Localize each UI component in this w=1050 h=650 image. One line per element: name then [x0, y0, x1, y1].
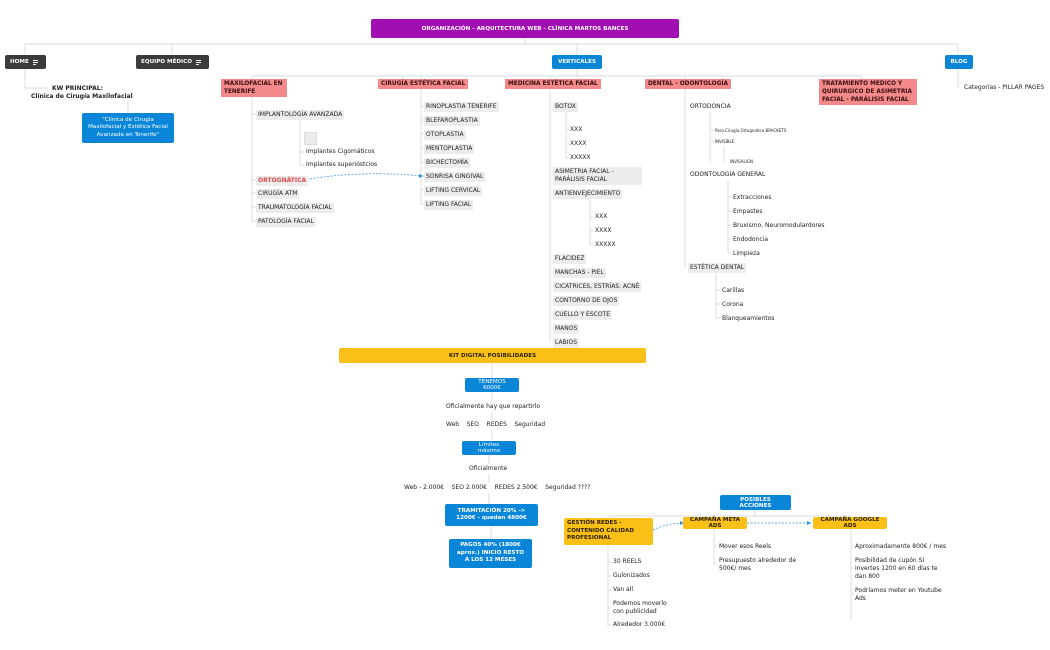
medicina-botox-sub[interactable]: XXXXX [570, 154, 591, 161]
dental-general-sub[interactable]: Extracciones [733, 194, 772, 201]
medicina-botox[interactable]: BOTOX [553, 102, 578, 112]
branch-blog[interactable]: BLOG [945, 55, 973, 69]
medicina-antienvejecimiento[interactable]: ANTIENVEJECIMIENTO [553, 189, 623, 199]
cirugia-item[interactable]: SONRISA GINGIVAL [424, 172, 486, 182]
maxilo-superiosticos[interactable]: Implantes superióstcios [306, 161, 378, 168]
blog-categorias[interactable]: Categorías - PILLAR PAGES [964, 84, 1045, 91]
medicina-item[interactable]: CICATRICES, ESTRÍAS. ACNÉ [553, 282, 642, 292]
branch-home[interactable]: HOME [5, 55, 46, 69]
medicina-antienv-sub[interactable]: XXXX [595, 227, 612, 234]
maxilo-cigomaticos[interactable]: Implantes Cigomáticos [306, 148, 375, 155]
gestion-sub[interactable]: Van all [613, 586, 634, 593]
cirugia-item[interactable]: LIFTING CERVICAL [424, 186, 483, 196]
branch-verticales[interactable]: VERTICALES [552, 55, 602, 69]
branch-home-label: HOME [10, 59, 29, 65]
dental-invisible[interactable]: INVISIBLE [715, 139, 735, 144]
kw-principal-value[interactable]: Clínica de Cirugía Maxilofacial [31, 93, 133, 100]
medicina-botox-sub[interactable]: XXX [570, 126, 583, 133]
dental-invisalign[interactable]: INVISALIGN [730, 159, 753, 164]
dental-general-sub[interactable]: Bruxismo, Neuromodulardores [733, 222, 825, 229]
maxilo-implantologia[interactable]: IMPLANTOLOGÍA AVANZADA [256, 110, 345, 120]
kit-limites-valores[interactable]: Web - 2.000€ SEO 2.000€ REDES 2.500€ Seg… [404, 484, 591, 491]
gestion-sub[interactable]: Alrededor 3.000€ [613, 621, 666, 628]
maxilo-trauma[interactable]: TRAUMATOLOGÍA FACIAL [256, 203, 334, 213]
cirugia-item[interactable]: OTOPLASTIA [424, 130, 466, 140]
medicina-item[interactable]: CONTORNO DE OJOS [553, 296, 620, 306]
maxilo-ortognatica[interactable]: ORTOGNÁTICA [256, 176, 309, 186]
kit-limites[interactable]: Límites máximo [462, 441, 516, 455]
medicina-antienv-sub[interactable]: XXXXX [595, 241, 616, 248]
kit-digital[interactable]: KIT DIGITAL POSIBILIDADES [339, 348, 646, 363]
kit-tramitacion[interactable]: TRAMITACIÓN 20% -> 1200€ - quedan 4800€ [445, 504, 538, 526]
home-seo-title[interactable]: "Clínica de Cirugía Maxilofacial y Estét… [82, 113, 174, 143]
maxilo-patologia[interactable]: PATOLOGÍA FACIAL [256, 217, 316, 227]
cirugia-item[interactable]: RINOPLASTIA TENERIFE [424, 102, 499, 112]
cirugia-item[interactable]: MENTOPLASTIA [424, 144, 475, 154]
accion-gestion-redes[interactable]: GESTIÓN REDES - CONTENIDO CALIDAD PROFES… [564, 518, 653, 545]
placeholder-image [304, 132, 317, 145]
gestion-sub[interactable]: 30 REELS [613, 558, 642, 565]
vertical-tratamiento-asimetria[interactable]: TRATAMIENTO MEDICO Y QUIRURGICO DE ASIME… [819, 79, 917, 105]
google-sub[interactable]: Aproximadamente 800€ / mes [855, 543, 947, 550]
branch-equipo-medico[interactable]: EQUIPO MÉDICO [136, 55, 209, 69]
dental-general-sub[interactable]: Empastes [733, 208, 763, 215]
dental-general[interactable]: ODONTOLOGIA GENERAL [690, 171, 766, 178]
dental-ortodoncia[interactable]: ORTODONCIA [690, 103, 731, 110]
meta-sub[interactable]: Mover esos Reels [719, 543, 772, 550]
vertical-dental[interactable]: DENTAL - ODONTOLOGÍA [645, 79, 731, 89]
medicina-item[interactable]: FLACIDEZ [553, 254, 587, 264]
medicina-item[interactable]: MANOS [553, 324, 580, 334]
dental-estetica-sub[interactable]: Corona [722, 301, 744, 308]
medicina-antienv-sub[interactable]: XXX [595, 213, 608, 220]
kw-principal[interactable]: KW PRINCIPAL: [52, 85, 103, 92]
vertical-maxilofacial[interactable]: MAXILOFACIAL EN TENERIFE [221, 79, 287, 97]
dental-estetica-sub[interactable]: Carillas [722, 287, 745, 294]
branch-equipo-label: EQUIPO MÉDICO [141, 59, 192, 65]
kit-tenemos[interactable]: TENEMOS 6000€ [465, 378, 519, 392]
dental-estetica[interactable]: ESTÉTICA DENTAL [688, 263, 747, 273]
medicina-item[interactable]: LABIOS [553, 338, 580, 348]
dental-general-sub[interactable]: Limpieza [733, 250, 760, 257]
kit-reparto[interactable]: Web SEO REDES Seguridad [446, 421, 546, 428]
gestion-sub[interactable]: Gulonizados [613, 572, 650, 579]
cirugia-item[interactable]: LIFTING FACIAL [424, 200, 474, 210]
gestion-sub[interactable]: Podemos moverlo con publicidad [613, 600, 667, 615]
medicina-item[interactable]: MANCHAS - PIEL [553, 268, 606, 278]
kit-oficialmente-2[interactable]: Oficialmente [469, 465, 508, 472]
acciones-title[interactable]: POSIBLES ACCIONES [720, 495, 791, 510]
cirugia-item[interactable]: BICHECTOMÍA [424, 158, 471, 168]
menu-icon [32, 59, 38, 66]
google-sub[interactable]: Podríamos meter en Youtube Ads [855, 587, 942, 602]
kit-pagos[interactable]: PAGOS 40% (1800€ aprox.) INICIO RESTO A … [449, 539, 532, 568]
vertical-medicina-estetica[interactable]: MEDICINA ESTÉTICA FACIAL [505, 79, 601, 89]
medicina-botox-sub[interactable]: XXXX [570, 140, 587, 147]
google-sub[interactable]: Posibilidad de cupón SI invertes 1200 en… [855, 557, 938, 580]
maxilo-atm[interactable]: CIRUGÍA ATM [256, 189, 300, 199]
medicina-item[interactable]: CUELLO Y ESCOTE [553, 310, 613, 320]
page-title[interactable]: ORGANIZACIÓN - ARQUITECTURA WEB - CLÍNIC… [371, 19, 679, 38]
cirugia-item[interactable]: BLEFAROPLASTIA [424, 116, 480, 126]
menu-icon [195, 59, 201, 66]
accion-google-ads[interactable]: CAMPAÑA GOOGLE ADS [813, 517, 887, 529]
medicina-asimetria[interactable]: ASIMETRIA FACIAL - PARÁLISIS FACIAL [553, 167, 642, 185]
dental-estetica-sub[interactable]: Blanqueamientos [722, 315, 775, 322]
vertical-cirugia-estetica[interactable]: CIRUGÍA ESTÉTICA FACIAL [378, 79, 469, 89]
accion-meta-ads[interactable]: CAMPAÑA META ADS [683, 517, 747, 529]
dental-brackets[interactable]: Para Cirugía Ortognatica BRACKETS [715, 128, 787, 133]
meta-sub[interactable]: Presupuesto alrededor de 500€/ mes [719, 557, 797, 572]
dental-general-sub[interactable]: Endodoncia [733, 236, 768, 243]
kit-oficialmente[interactable]: Oficialmente hay que repartirlo [446, 403, 541, 410]
